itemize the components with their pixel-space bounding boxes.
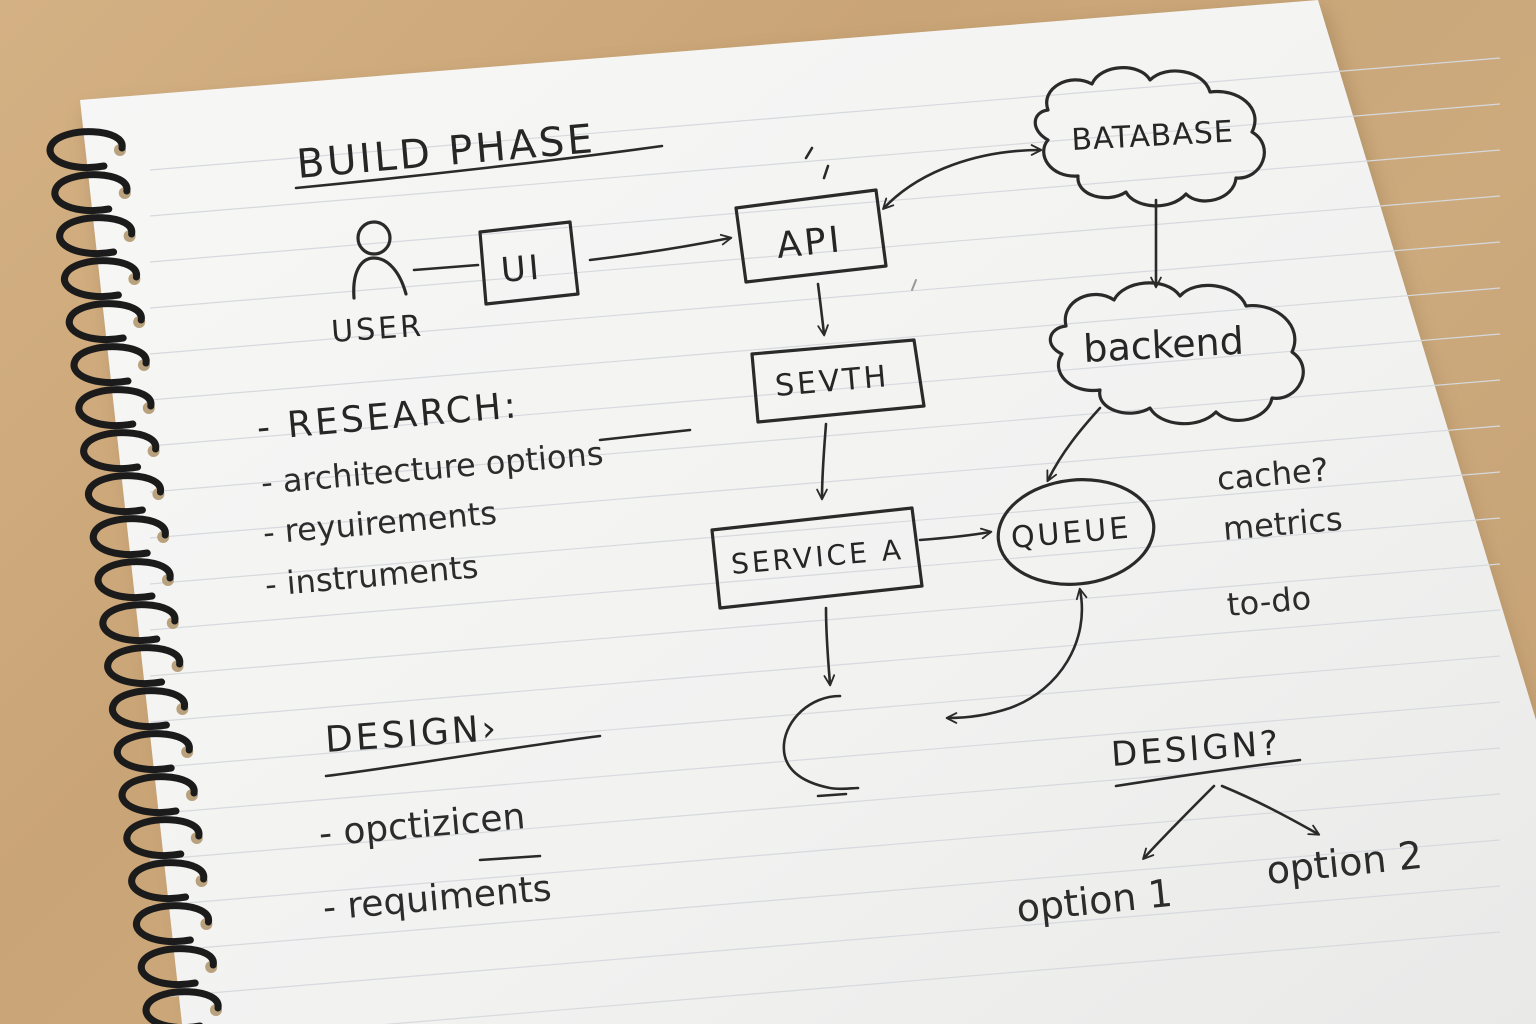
design-to-option2-arrow [1220, 784, 1321, 836]
backend-to-queue-arrow [1046, 406, 1102, 483]
side-notes: cache? metrics to-do [1215, 450, 1344, 624]
sevth-to-service-arrow [816, 422, 828, 501]
queue-ellipse [996, 478, 1156, 586]
spiral-coil [128, 859, 208, 903]
user-head-icon [356, 220, 392, 256]
ruled-line [149, 747, 1501, 861]
user-label: USER [330, 309, 425, 350]
title-underline [294, 144, 664, 190]
backend-node: backend [1048, 281, 1305, 426]
spiral-coil [133, 902, 212, 946]
curl-tail [816, 792, 848, 798]
ruled-line [149, 471, 1501, 585]
spiral-coil [56, 214, 136, 258]
spiral-coil [75, 386, 155, 430]
service-a-box [710, 506, 924, 610]
ruled-line [149, 839, 1501, 953]
ruled-line [149, 287, 1501, 401]
spiral-coil [61, 257, 140, 301]
tick-mark [804, 146, 814, 160]
queue-loop-arrow [945, 587, 1088, 724]
ruled-line [149, 149, 1501, 263]
spiral-coil [123, 816, 203, 860]
strikethrough [598, 428, 692, 442]
spiral-coil [51, 171, 131, 215]
design-left-underline [324, 734, 602, 778]
tick-mark [822, 164, 830, 180]
service-down-arrow [823, 606, 836, 687]
spiral-coil [109, 687, 188, 731]
spiral-coil [99, 601, 179, 645]
database-label: BATABASE [1071, 115, 1235, 158]
ruled-line [149, 609, 1501, 723]
spiral-coil [142, 988, 222, 1024]
ui-label: UI [499, 248, 543, 291]
ruled-line [383, 931, 1501, 1024]
spiral-coil [113, 730, 193, 774]
ruled-line [149, 333, 1501, 447]
research-section: - RESEARCH: - architecture options - rey… [255, 385, 692, 604]
api-label: API [775, 219, 845, 267]
overline-mark [478, 854, 542, 862]
ruled-line [149, 701, 1501, 815]
side-note: to-do [1225, 579, 1312, 624]
spiral-coil [70, 343, 150, 387]
design-to-option1-arrow [1142, 784, 1216, 860]
paper-sheet [80, 0, 1536, 1024]
backend-label: backend [1082, 319, 1245, 371]
ruled-line [149, 517, 1501, 631]
api-to-sevth-arrow [816, 282, 829, 337]
spiral-coil [137, 945, 217, 989]
database-node: BATABASE [1033, 66, 1266, 208]
ui-to-api-arrow [588, 233, 733, 262]
spiral-coil [104, 644, 184, 688]
ruled-line [149, 195, 1501, 309]
spiral-coil [65, 300, 145, 344]
database-cloud [1033, 66, 1266, 208]
ruled-line [149, 57, 1501, 171]
spiral-coil [85, 472, 164, 516]
ui-box [478, 220, 580, 306]
sevth-box [750, 338, 926, 424]
spiral-coil [118, 773, 198, 817]
spiral-binding [46, 128, 222, 1024]
spiral-coil [89, 515, 169, 559]
ruled-line [149, 655, 1501, 769]
service-to-queue-arrow [918, 527, 993, 542]
curl-stroke [782, 694, 860, 791]
spiral-coil [46, 128, 126, 172]
design-right-underline [1114, 758, 1302, 788]
api-box [734, 188, 888, 284]
user-to-ui-line [412, 263, 480, 272]
api-node: API [734, 188, 888, 284]
backend-cloud [1048, 281, 1305, 426]
ruled-line [149, 425, 1501, 539]
ui-node: UI [478, 220, 580, 306]
spiral-coil [80, 429, 160, 473]
user-node: USER [330, 220, 425, 350]
ruled-line [149, 793, 1501, 907]
ruled-line [149, 885, 1501, 999]
pencil-smudge [911, 279, 917, 291]
api-database-arrow [882, 144, 1043, 210]
ruled-line [149, 103, 1501, 217]
user-body-icon [352, 256, 408, 300]
ruled-line [149, 241, 1501, 355]
spiral-coil [94, 558, 174, 602]
